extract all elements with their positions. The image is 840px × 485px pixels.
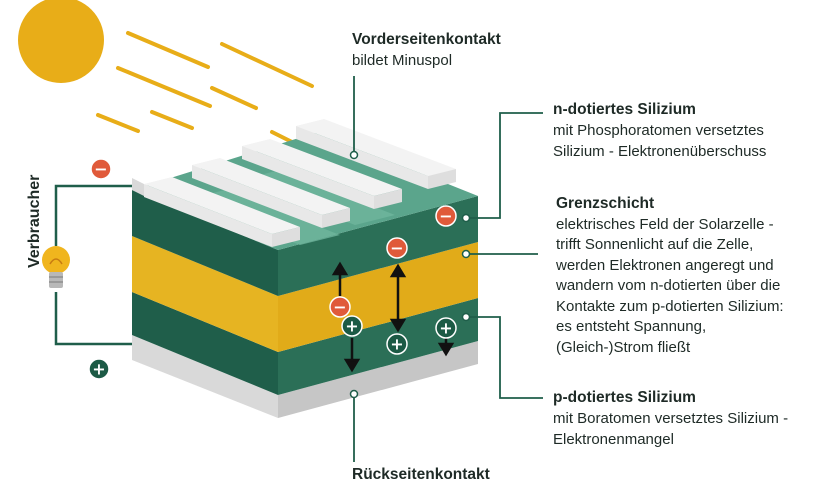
label-line: mit Boratomen versetztes Silizium - xyxy=(553,410,789,427)
label-line: bildet Minuspol xyxy=(352,52,453,69)
electron-minus-badge: − xyxy=(386,237,408,259)
p-layer-front xyxy=(132,292,278,395)
leader-lines xyxy=(353,76,543,462)
gray-base-right xyxy=(278,341,478,418)
label-n-layer: n-dotiertes Silizium mit Phosphoratomen … xyxy=(553,99,766,162)
p-layer-right xyxy=(278,298,478,395)
hole-plus-badge: + xyxy=(386,333,408,355)
label-line: trifft Sonnenlicht auf die Zelle, xyxy=(556,236,754,253)
front-contact-grid xyxy=(132,119,456,247)
label-line: werden Elektronen angeregt und xyxy=(556,256,774,274)
junction-layer-right xyxy=(278,242,478,352)
contact-finger xyxy=(296,119,456,189)
charge-arrows xyxy=(331,261,455,373)
leader-n-layer xyxy=(466,112,543,219)
electron-minus-badge: − xyxy=(435,205,457,227)
minus-sign: − xyxy=(333,298,346,317)
label-line: Kontakte zum p-dotierten Silizium: xyxy=(556,297,784,315)
label-p-layer: p-dotiertes Silizium mit Boratomen verse… xyxy=(553,387,788,450)
label-line: Silizium - Elektronenüberschuss xyxy=(553,143,767,160)
cell-right-face xyxy=(278,196,478,418)
label-line: es entsteht Spannung, xyxy=(556,318,707,335)
plus-sign: + xyxy=(439,319,452,338)
minus-sign: − xyxy=(439,207,452,226)
leader-dots xyxy=(349,150,471,399)
sun-rays xyxy=(96,31,314,148)
leader-p-layer xyxy=(466,316,543,399)
label-line: (Gleich-)Strom fließt xyxy=(556,338,691,356)
minus-sign: − xyxy=(390,239,403,258)
n-layer-right xyxy=(278,196,478,296)
contact-finger xyxy=(242,139,402,209)
label-line: wandern vom n-dotierten über die xyxy=(556,277,781,294)
charge-badges: −−−−++++ xyxy=(88,158,457,380)
electron-minus-badge: − xyxy=(90,158,112,180)
gray-base-front xyxy=(132,335,278,418)
label-line: mit Phosphoratomen versetztes xyxy=(553,122,764,139)
label-title: Grenzschicht xyxy=(556,195,655,212)
hole-plus-badge: + xyxy=(88,358,110,380)
light-bulb-icon xyxy=(42,246,70,288)
label-back-contact: Rückseitenkontakt xyxy=(352,464,490,485)
label-title: p-dotiertes Silizium xyxy=(553,389,696,406)
plus-sign: + xyxy=(390,335,403,354)
hole-plus-badge: + xyxy=(341,315,363,337)
circuit-wire xyxy=(54,184,132,346)
label-line: elektrisches Feld der Solarzelle - xyxy=(556,215,774,233)
sun-icon xyxy=(18,0,104,83)
junction-layer-front xyxy=(132,236,278,352)
n-layer-front xyxy=(132,190,278,296)
plus-sign: + xyxy=(345,317,358,336)
label-consumer: Verbraucher xyxy=(26,174,43,268)
label-title: Vorderseitenkontakt xyxy=(352,31,501,48)
electron-minus-badge: − xyxy=(329,296,351,318)
label-front-contact: Vorderseitenkontakt bildet Minuspol xyxy=(352,29,501,71)
plus-sign: + xyxy=(92,360,105,379)
label-title: n-dotiertes Silizium xyxy=(553,101,696,118)
hole-plus-badge: + xyxy=(435,317,457,339)
minus-sign: − xyxy=(94,160,107,179)
contact-finger xyxy=(192,158,350,228)
cell-front-face xyxy=(132,190,278,418)
label-line: Elektronenmangel xyxy=(553,431,674,448)
label-junction: Grenzschicht elektrisches Feld der Solar… xyxy=(556,194,784,358)
contact-finger xyxy=(144,177,300,247)
label-title: Rückseitenkontakt xyxy=(352,466,490,483)
